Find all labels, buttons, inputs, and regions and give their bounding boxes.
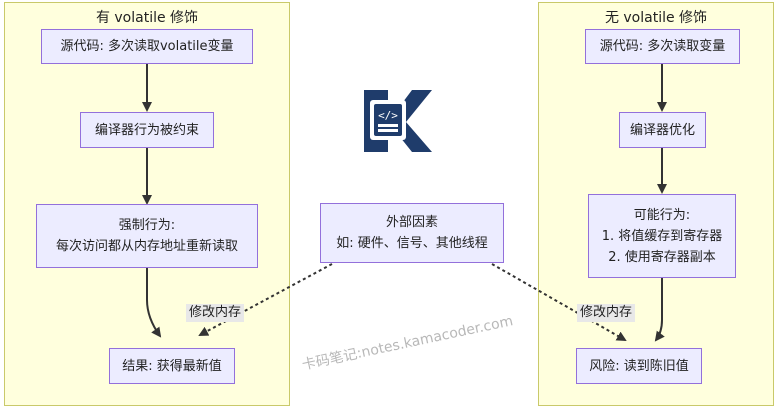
node-left-result: 结果: 获得最新值 [109, 348, 235, 384]
node-right-possible-1: 1. 将值缓存到寄存器 [601, 228, 723, 244]
node-left-result-text: 结果: 获得最新值 [122, 358, 222, 374]
node-external: 外部因素 如: 硬件、信号、其他线程 [320, 203, 504, 263]
node-right-possible-title: 可能行为: [633, 207, 691, 223]
node-right-risk-text: 风险: 读到陈旧值 [589, 358, 689, 374]
node-right-optimize-text: 编译器优化 [629, 122, 695, 138]
node-right-optimize: 编译器优化 [619, 112, 706, 148]
node-right-possible-2: 2. 使用寄存器副本 [608, 249, 716, 265]
node-left-source: 源代码: 多次读取volatile变量 [41, 29, 253, 64]
kamacoder-logo-icon: </> [364, 90, 432, 152]
node-right-possible: 可能行为: 1. 将值缓存到寄存器 2. 使用寄存器副本 [588, 194, 736, 278]
group-title-with-volatile: 有 volatile 修饰 [95, 10, 199, 26]
edge-external-right [491, 263, 627, 341]
node-right-source-text: 源代码: 多次读取变量 [599, 39, 726, 54]
node-right-risk: 风险: 读到陈旧值 [576, 348, 702, 384]
node-external-title: 外部因素 [385, 215, 438, 230]
node-left-constrained: 编译器行为被约束 [80, 112, 214, 148]
edge-left-3 [146, 268, 162, 338]
node-left-constrained-text: 编译器行为被约束 [94, 122, 199, 138]
node-left-forced: 强制行为: 每次访问都从内存地址重新读取 [36, 204, 258, 268]
svg-text:</>: </> [378, 109, 398, 122]
edge-external-left [198, 263, 333, 336]
edge-label-right-modify: 修改内存 [577, 304, 636, 322]
node-left-source-text: 源代码: 多次读取volatile变量 [60, 39, 234, 54]
node-left-forced-title: 强制行为: [118, 218, 176, 233]
edge-label-left-modify: 修改内存 [186, 304, 245, 322]
group-title-without-volatile: 无 volatile 修饰 [604, 10, 708, 26]
node-external-detail: 如: 硬件、信号、其他线程 [336, 236, 488, 251]
node-left-forced-detail: 每次访问都从内存地址重新读取 [55, 239, 238, 254]
node-right-source: 源代码: 多次读取变量 [585, 29, 740, 64]
edge-right-3 [654, 278, 665, 342]
